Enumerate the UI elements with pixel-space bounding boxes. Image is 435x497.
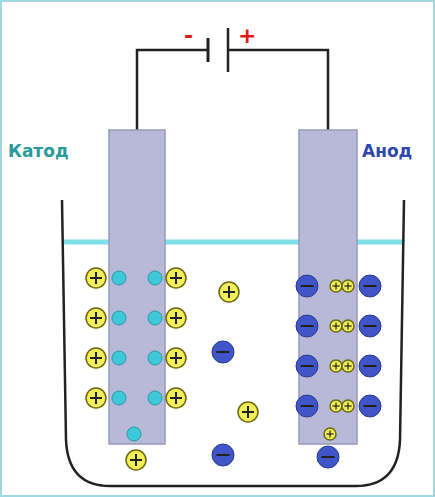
- battery-plate: [227, 28, 230, 72]
- plus-sign: [95, 392, 97, 404]
- anion: [212, 444, 234, 466]
- cation: [86, 268, 106, 288]
- cation: [330, 400, 342, 412]
- anion: [359, 355, 381, 377]
- anion: [359, 275, 381, 297]
- plus-sign: [95, 352, 97, 364]
- cation: [324, 428, 336, 440]
- electron: [112, 271, 126, 285]
- plus-sign: [335, 322, 336, 329]
- plus-sign: [335, 402, 336, 409]
- polarity-sign: +: [238, 25, 256, 47]
- polarity-sign: -: [184, 25, 193, 47]
- minus-sign: [300, 285, 313, 287]
- plus-sign: [347, 362, 348, 369]
- cation: [330, 320, 342, 332]
- minus-sign: [300, 405, 313, 407]
- cation: [238, 402, 258, 422]
- electrode-label: Анод: [362, 143, 412, 160]
- cation: [166, 348, 186, 368]
- plus-sign: [347, 322, 348, 329]
- anion: [212, 341, 234, 363]
- plus-sign: [175, 352, 177, 364]
- minus-sign: [363, 365, 376, 367]
- cation: [86, 388, 106, 408]
- minus-sign: [363, 325, 376, 327]
- cation: [86, 308, 106, 328]
- electrode-label: Катод: [8, 143, 69, 160]
- cation: [342, 400, 354, 412]
- wire: [229, 50, 328, 130]
- electron: [112, 391, 126, 405]
- electron: [112, 351, 126, 365]
- minus-sign: [363, 405, 376, 407]
- cation: [342, 320, 354, 332]
- plus-sign: [95, 272, 97, 284]
- plus-sign: [329, 430, 330, 437]
- electron: [112, 311, 126, 325]
- plus-sign: [175, 312, 177, 324]
- anion: [296, 355, 318, 377]
- cation: [342, 360, 354, 372]
- cation: [86, 348, 106, 368]
- anion: [296, 395, 318, 417]
- plus-sign: [135, 454, 137, 466]
- plus-sign: [247, 406, 249, 418]
- anion: [296, 315, 318, 337]
- minus-sign: [300, 365, 313, 367]
- electron: [148, 271, 162, 285]
- minus-sign: [216, 454, 229, 456]
- plus-sign: [347, 282, 348, 289]
- anion: [359, 315, 381, 337]
- plus-sign: [335, 362, 336, 369]
- battery-plate: [207, 38, 210, 62]
- plus-sign: [175, 272, 177, 284]
- cation: [330, 360, 342, 372]
- cation: [219, 282, 239, 302]
- electron: [148, 351, 162, 365]
- plus-sign: [228, 286, 230, 298]
- wire: [137, 50, 207, 130]
- plus-sign: [95, 312, 97, 324]
- minus-sign: [363, 285, 376, 287]
- ions: [86, 268, 381, 470]
- cation: [166, 388, 186, 408]
- cathode-plate: [109, 130, 165, 444]
- minus-sign: [300, 325, 313, 327]
- cation: [342, 280, 354, 292]
- plus-sign: [335, 282, 336, 289]
- plus-sign: [175, 392, 177, 404]
- minus-sign: [216, 351, 229, 353]
- anion: [359, 395, 381, 417]
- cation: [126, 450, 146, 470]
- electron: [127, 427, 141, 441]
- minus-sign: [321, 456, 334, 458]
- cation: [330, 280, 342, 292]
- anion: [296, 275, 318, 297]
- cation: [166, 268, 186, 288]
- cation: [166, 308, 186, 328]
- electron: [148, 311, 162, 325]
- anion: [317, 446, 339, 468]
- plus-sign: [347, 402, 348, 409]
- electron: [148, 391, 162, 405]
